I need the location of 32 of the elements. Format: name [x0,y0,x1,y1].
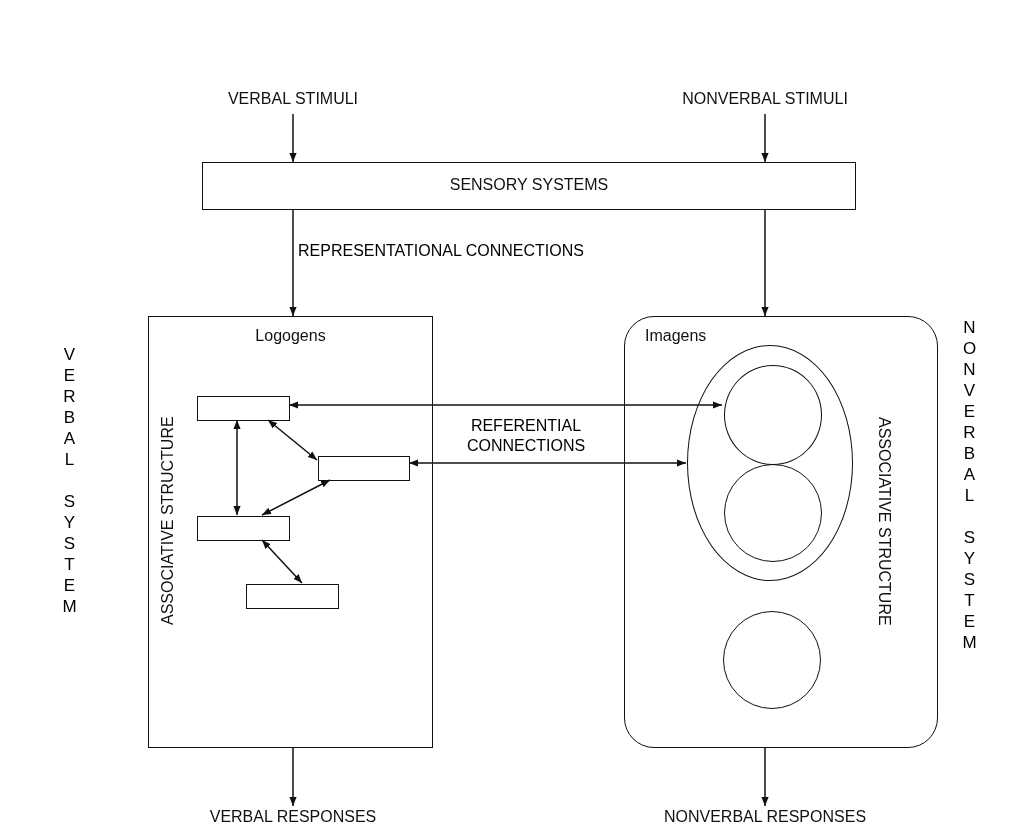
arrow [408,459,687,467]
structure-label: ASSOCIATIVE STRUCTURE [159,415,177,628]
unit-box [246,584,339,609]
structure-label: ASSOCIATIVE STRUCTURE [875,415,893,628]
arrow [233,419,241,516]
arrow [289,747,297,807]
arrow [267,419,318,461]
process-box [202,162,856,210]
response-label: VERBAL RESPONSES [198,808,388,830]
arrow [289,209,297,317]
stimulus-label: VERBAL STIMULI [213,90,373,112]
system-label: VERBAL SYSTEM [59,345,80,618]
unit-box [197,516,290,541]
connection-label: REFERENTIAL CONNECTIONS [465,416,587,456]
stimulus-label: NONVERBAL STIMULI [670,90,860,112]
heading-text: Logogens [255,327,326,345]
arrow [761,209,769,317]
arrow [761,113,769,163]
system-box [624,316,938,748]
system-label: NONVERBAL SYSTEM [959,318,980,654]
unit-box [197,396,290,421]
system-box [148,316,433,748]
unit-box [318,456,410,481]
arrow [288,401,723,409]
arrow [761,747,769,807]
response-label: NONVERBAL RESPONSES [650,808,880,830]
arrow [261,539,303,584]
connection-label: REPRESENTATIONAL CONNECTIONS [298,242,584,260]
box-label: SENSORY SYSTEMS [449,176,609,194]
arrow [289,113,297,163]
arrow [261,479,331,516]
heading-text: Imagens [645,327,707,345]
